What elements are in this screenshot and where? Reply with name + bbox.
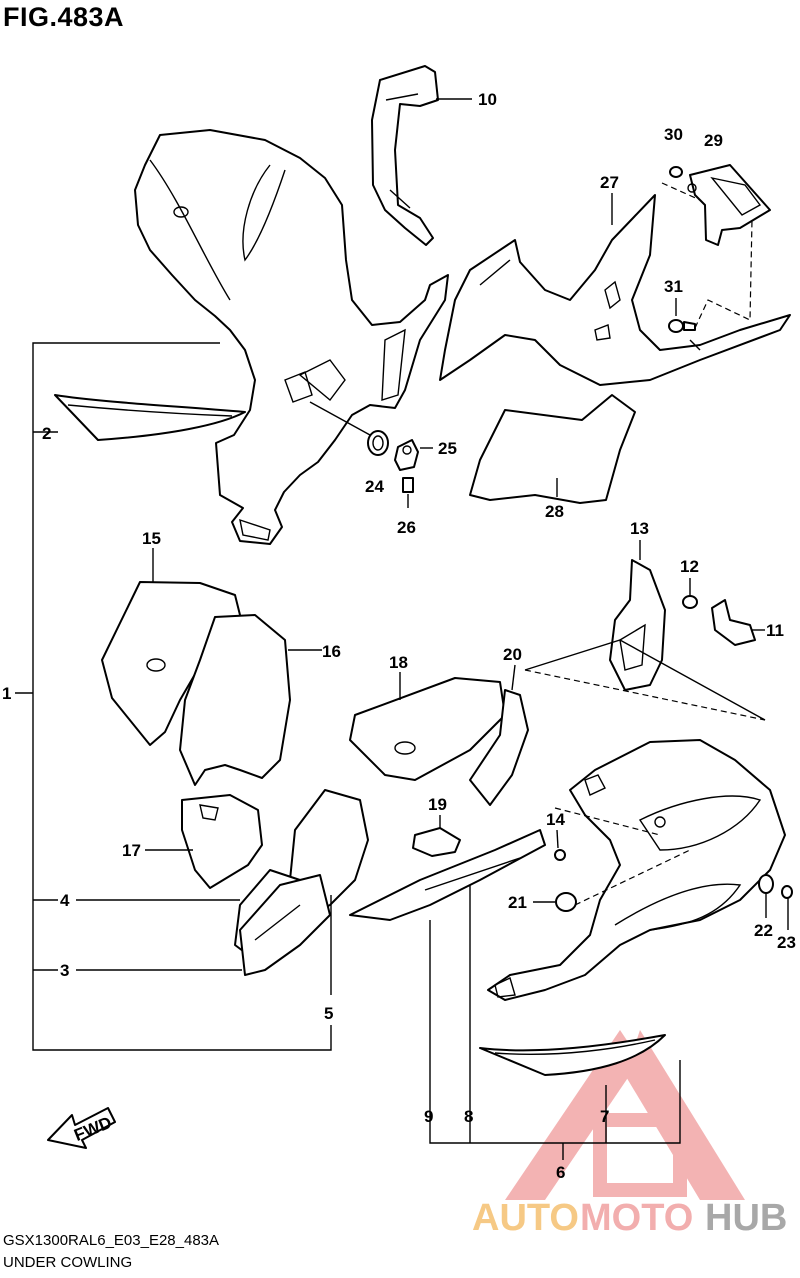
part-3-lower-panel bbox=[239, 874, 331, 976]
watermark-hub: HUB bbox=[705, 1197, 787, 1239]
callout-10: 10 bbox=[478, 90, 497, 109]
callout-25: 25 bbox=[438, 439, 457, 458]
group-bracket-1 bbox=[15, 342, 332, 1051]
part-20-strip bbox=[469, 664, 529, 806]
part-19-clip bbox=[412, 815, 461, 857]
callout-16: 16 bbox=[322, 642, 341, 661]
part-16-inner-panel bbox=[179, 614, 322, 786]
part-30-screw bbox=[661, 166, 701, 201]
watermark-triangle-inner bbox=[593, 1113, 687, 1197]
callout-20: 20 bbox=[503, 645, 522, 664]
part-31-screw bbox=[668, 219, 753, 351]
part-28-panel bbox=[469, 394, 636, 504]
callout-9: 9 bbox=[424, 1107, 433, 1126]
part-13-bracket bbox=[609, 540, 666, 691]
callout-26: 26 bbox=[397, 518, 416, 537]
part-1-under-cowling bbox=[134, 129, 449, 545]
part-24-grommet bbox=[309, 401, 389, 456]
part-8-9-trim bbox=[349, 829, 546, 921]
callout-12: 12 bbox=[680, 557, 699, 576]
callout-5: 5 bbox=[324, 1004, 333, 1023]
callout-labels: 1 2 3 4 5 6 7 8 9 10 11 12 13 14 15 16 1… bbox=[2, 90, 796, 1182]
callout-31: 31 bbox=[664, 277, 683, 296]
part-11-clip bbox=[711, 599, 765, 646]
part-23-screw bbox=[781, 885, 793, 930]
callout-13: 13 bbox=[630, 519, 649, 538]
callout-11: 11 bbox=[766, 621, 784, 640]
part-27-side-fairing bbox=[439, 193, 791, 386]
part-6-lower-fairing bbox=[487, 669, 786, 1001]
callout-23: 23 bbox=[777, 933, 796, 952]
callout-17: 17 bbox=[122, 841, 141, 860]
part-29-bracket bbox=[687, 164, 771, 246]
callout-3: 3 bbox=[60, 961, 69, 980]
callout-1: 1 bbox=[2, 684, 11, 703]
part-17-cover bbox=[145, 794, 263, 889]
callout-6: 6 bbox=[556, 1163, 565, 1182]
callout-28: 28 bbox=[545, 502, 564, 521]
fwd-arrow-icon: FWD bbox=[47, 1107, 116, 1149]
part-15-inner-panel bbox=[101, 548, 241, 746]
watermark-triangle-left bbox=[505, 1030, 640, 1200]
callout-22: 22 bbox=[754, 921, 773, 940]
callout-18: 18 bbox=[389, 653, 408, 672]
callout-21: 21 bbox=[508, 893, 527, 912]
callout-19: 19 bbox=[428, 795, 447, 814]
callout-4: 4 bbox=[60, 891, 70, 910]
callout-29: 29 bbox=[704, 131, 723, 150]
part-2-trim bbox=[54, 394, 246, 441]
callout-27: 27 bbox=[600, 173, 619, 192]
part-14-screw bbox=[554, 829, 566, 861]
part-18-panel bbox=[349, 672, 506, 781]
figure-title: FIG.483A bbox=[3, 2, 125, 32]
part-12-screw bbox=[682, 578, 698, 609]
part-22-washer bbox=[758, 874, 774, 918]
watermark-auto: AUTO bbox=[472, 1197, 579, 1239]
callout-30: 30 bbox=[664, 125, 683, 144]
callout-7: 7 bbox=[600, 1107, 609, 1126]
watermark-logo: AUTO MOTO HUB bbox=[472, 1030, 787, 1239]
group-bracket-6 bbox=[429, 870, 681, 1160]
part-10-duct bbox=[371, 65, 472, 246]
part-25-nut bbox=[394, 439, 433, 471]
callout-2: 2 bbox=[42, 424, 51, 443]
callout-24: 24 bbox=[365, 477, 384, 496]
fwd-label: FWD bbox=[71, 1113, 114, 1145]
callout-14: 14 bbox=[546, 810, 565, 829]
model-code: GSX1300RAL6_E03_E28_483A bbox=[3, 1232, 220, 1249]
callout-15: 15 bbox=[142, 529, 161, 548]
callout-8: 8 bbox=[464, 1107, 473, 1126]
part-7-trim bbox=[479, 1034, 666, 1076]
part-21-grommet bbox=[533, 892, 577, 912]
part-26-bolt bbox=[402, 477, 414, 508]
section-name: UNDER COWLING bbox=[3, 1254, 133, 1271]
watermark-moto: MOTO bbox=[580, 1197, 693, 1239]
